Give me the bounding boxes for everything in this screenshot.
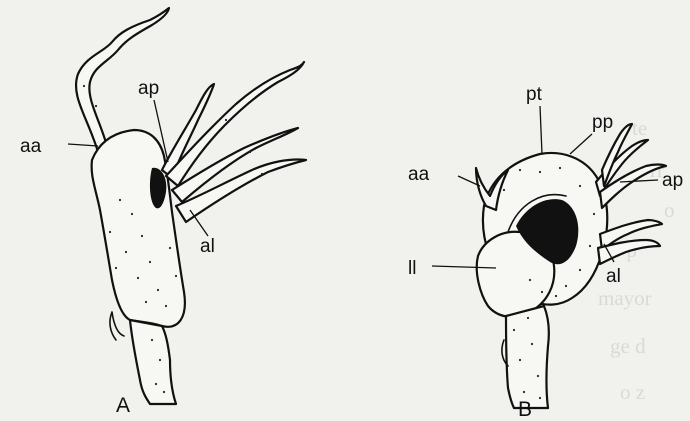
panel-b-label-ap: ap <box>662 170 683 191</box>
panel-a-leader-aa <box>68 144 98 146</box>
panel-b-label-ll: ll <box>408 258 416 279</box>
panel-a-label-ap: ap <box>138 78 159 99</box>
panel-a-drawing: aa ap al A <box>20 8 306 417</box>
panel-b-label-al: al <box>606 266 621 287</box>
panel-b-letter: B <box>518 398 532 421</box>
panel-b-label-aa: aa <box>408 164 430 185</box>
panel-a-letter: A <box>116 394 130 417</box>
panel-b-drawing: pt pp aa ap al ll B <box>408 84 683 421</box>
panel-a-fin-line <box>110 312 124 340</box>
panel-b-leader-pt <box>540 106 542 154</box>
panel-a-label-aa: aa <box>20 136 42 157</box>
panel-b-stalk <box>506 306 549 408</box>
panel-b-leader-pp <box>570 134 592 154</box>
panel-a-label-al: al <box>200 236 215 257</box>
panel-b-label-pt: pt <box>526 84 543 105</box>
panel-b-label-pp: pp <box>592 112 613 133</box>
panel-a-stalk <box>130 320 176 404</box>
